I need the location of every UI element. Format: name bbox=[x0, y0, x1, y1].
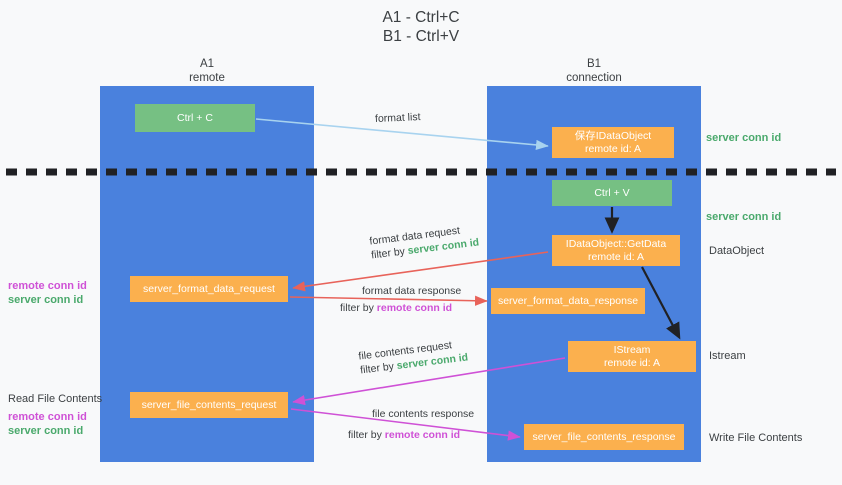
node-idataobject-getdata[interactable]: IDataObject::GetData remote id: A bbox=[552, 235, 680, 266]
column-header-b1: B1 connection bbox=[566, 58, 622, 84]
edge-label-file-contents-response: file contents response filter by remote … bbox=[348, 407, 475, 442]
node-server-file-contents-request-label: server_file_contents_request bbox=[141, 398, 277, 411]
annotation-remote-conn-id: remote conn id bbox=[8, 280, 87, 292]
edge-label-format-data-response-line2: filter by remote conn id bbox=[340, 302, 453, 314]
annotation-server-conn-id-mid: server conn id bbox=[706, 211, 782, 223]
node-ctrl-c[interactable]: Ctrl + C bbox=[135, 104, 255, 132]
node-istream-label: IStream bbox=[613, 343, 651, 356]
node-server-format-data-request-label: server_format_data_request bbox=[143, 282, 275, 295]
node-idataobject-getdata-label: IDataObject::GetData bbox=[565, 237, 667, 250]
annotation-server-conn-id: server conn id bbox=[8, 294, 84, 306]
page-title: A1 - Ctrl+C B1 - Ctrl+V bbox=[382, 9, 460, 45]
annotation-server-conn-id: server conn id bbox=[8, 425, 84, 437]
annotation-conn-id-pair-middle: remote conn id server conn id bbox=[8, 279, 87, 307]
column-header-a1: A1 remote bbox=[189, 58, 225, 84]
annotation-server-conn-id-top: server conn id bbox=[706, 132, 782, 144]
edge-label-format-data-request: format data request filter by server con… bbox=[369, 221, 480, 262]
annotation-write-file-contents: Write File Contents bbox=[709, 432, 803, 444]
filter-key-remote-conn-id: remote conn id bbox=[376, 302, 453, 314]
node-server-file-contents-response[interactable]: server_file_contents_response bbox=[524, 424, 684, 450]
node-server-format-data-request[interactable]: server_format_data_request bbox=[130, 276, 288, 302]
node-istream[interactable]: IStream remote id: A bbox=[568, 341, 696, 372]
node-save-idataobject-sublabel: remote id: A bbox=[584, 142, 642, 155]
annotation-remote-conn-id: remote conn id bbox=[8, 411, 87, 423]
annotation-dataobject: DataObject bbox=[709, 245, 765, 257]
edge-label-format-data-response-line1: format data response bbox=[362, 285, 462, 297]
node-ctrl-v-label: Ctrl + V bbox=[594, 186, 630, 199]
edge-label-file-contents-response-line1: file contents response bbox=[372, 408, 475, 420]
filter-key-remote-conn-id: remote conn id bbox=[384, 429, 461, 441]
node-ctrl-v[interactable]: Ctrl + V bbox=[552, 180, 672, 206]
edge-label-format-data-response: format data response filter by remote co… bbox=[340, 284, 462, 315]
node-ctrl-c-label: Ctrl + C bbox=[177, 111, 213, 124]
node-istream-sublabel: remote id: A bbox=[603, 356, 661, 369]
node-server-file-contents-request[interactable]: server_file_contents_request bbox=[130, 392, 288, 418]
annotation-read-file-contents: Read File Contents bbox=[8, 393, 103, 405]
node-server-format-data-response-label: server_format_data_response bbox=[497, 294, 639, 307]
edge-label-file-contents-request: file contents request filter by server c… bbox=[358, 336, 469, 377]
node-idataobject-getdata-sublabel: remote id: A bbox=[587, 250, 645, 263]
node-server-format-data-response[interactable]: server_format_data_response bbox=[491, 288, 645, 314]
edge-label-format-list-text: format list bbox=[374, 111, 421, 125]
node-server-file-contents-response-label: server_file_contents_response bbox=[532, 430, 676, 443]
node-save-idataobject-label: 保存IDataObject bbox=[574, 129, 652, 142]
node-save-idataobject[interactable]: 保存IDataObject remote id: A bbox=[552, 127, 674, 158]
edge-label-format-list: format list bbox=[375, 110, 421, 126]
annotation-istream: Istream bbox=[709, 350, 746, 362]
edge-label-file-contents-response-line2: filter by remote conn id bbox=[348, 429, 461, 441]
annotation-conn-id-pair-bottom: remote conn id server conn id bbox=[8, 410, 87, 438]
